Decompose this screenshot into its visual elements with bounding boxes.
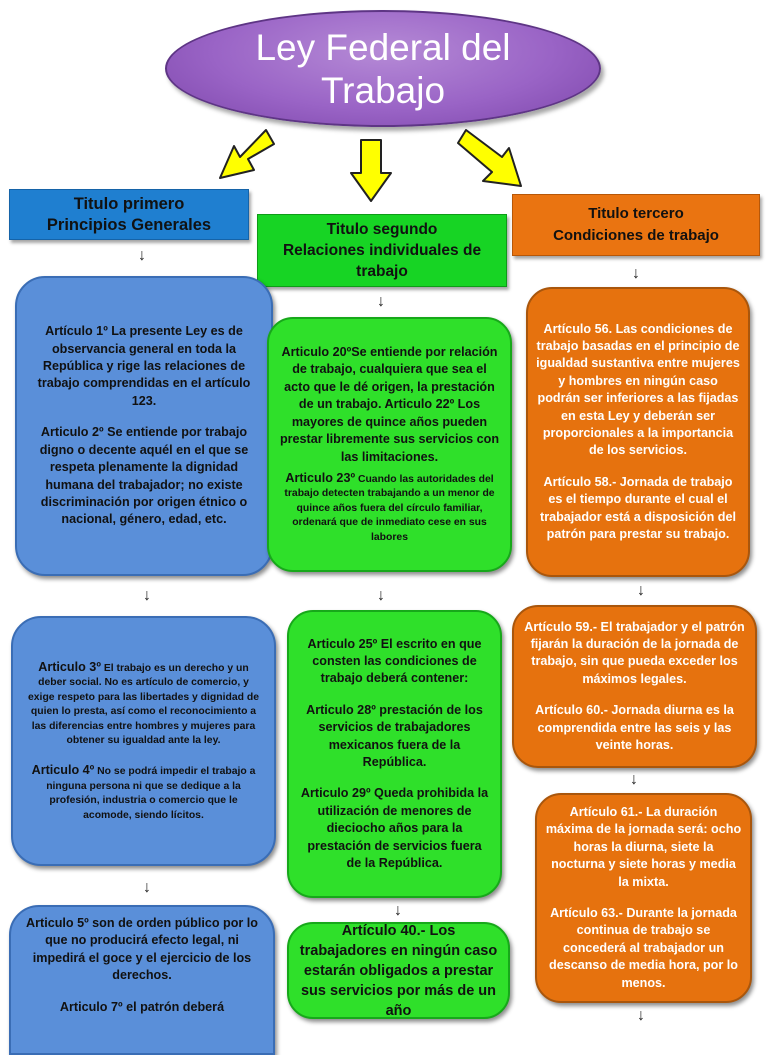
arrow-right-icon bbox=[457, 129, 522, 187]
articulo-3: Articulo 3º El trabajo es un derecho y u… bbox=[28, 659, 259, 746]
card-articulos-5-7: Articulo 5º son de orden público por lo … bbox=[9, 905, 275, 1055]
articulo-56: Artículo 56. Las condiciones de trabajo … bbox=[536, 321, 740, 458]
articulo-28: Articulo 28º prestación de los servicios… bbox=[306, 702, 483, 769]
arrow-left-icon bbox=[219, 129, 275, 179]
card-articulos-1-2: Artículo 1º La presente Ley es de observ… bbox=[15, 276, 273, 576]
connector-arrow-icon: ↓ bbox=[394, 902, 402, 919]
connector-arrow-icon: ↓ bbox=[377, 293, 385, 310]
card-articulos-61-63: Artículo 61.- La duración máxima de la j… bbox=[535, 793, 752, 1003]
articulo-25: Articulo 25º El escrito en que consten l… bbox=[307, 636, 482, 686]
articulo-61: Artículo 61.- La duración máxima de la j… bbox=[545, 804, 742, 889]
header-titulo-primero: Titulo primero Principios Generales bbox=[9, 189, 249, 240]
connector-arrow-icon: ↓ bbox=[632, 265, 640, 282]
articulo-40: Artículo 40.- Los trabajadores en ningún… bbox=[299, 922, 498, 1019]
card-articulos-56-58: Artículo 56. Las condiciones de trabajo … bbox=[526, 287, 750, 577]
connector-arrow-icon: ↓ bbox=[138, 247, 146, 264]
card-articulos-20-22-23: Articulo 20ºSe entiende por relación de … bbox=[267, 317, 512, 572]
articulo-7: Articulo 7º el patrón deberá bbox=[59, 999, 225, 1014]
card-articulos-59-60: Artículo 59.- El trabajador y el patrón … bbox=[512, 605, 757, 768]
card-articulos-25-28-29: Articulo 25º El escrito en que consten l… bbox=[287, 610, 502, 898]
header-titulo-segundo: Titulo segundo Relaciones individuales d… bbox=[257, 214, 507, 287]
connector-arrow-icon: ↓ bbox=[143, 879, 151, 896]
diagram-title: Ley Federal del Trabajo bbox=[255, 26, 511, 111]
articulo-60: Artículo 60.- Jornada diurna es la compr… bbox=[535, 703, 734, 753]
articulo-23: Articulo 23º Cuando las autoridades del … bbox=[284, 470, 495, 543]
articulo-58: Artículo 58.- Jornada de trabajo es el t… bbox=[540, 474, 736, 542]
connector-arrow-icon: ↓ bbox=[630, 771, 638, 788]
title-ellipse: Ley Federal del Trabajo bbox=[165, 10, 601, 127]
header-titulo-tercero: Titulo tercero Condiciones de trabajo bbox=[512, 194, 760, 256]
connector-arrow-icon: ↓ bbox=[143, 587, 151, 604]
articulo-59: Artículo 59.- El trabajador y el patrón … bbox=[524, 619, 745, 686]
articulo-29: Articulo 29º Queda prohibida la utilizac… bbox=[300, 786, 489, 871]
connector-arrow-icon: ↓ bbox=[377, 587, 385, 604]
connector-arrow-icon: ↓ bbox=[637, 1007, 645, 1024]
card-articulos-3-4: Articulo 3º El trabajo es un derecho y u… bbox=[11, 616, 276, 866]
articulo-63: Artículo 63.- Durante la jornada continu… bbox=[549, 906, 738, 990]
articulo-5: Articulo 5º son de orden público por lo … bbox=[26, 916, 258, 983]
connector-arrow-icon: ↓ bbox=[637, 582, 645, 599]
card-articulo-40: Artículo 40.- Los trabajadores en ningún… bbox=[287, 922, 510, 1019]
articulo-1: Artículo 1º La presente Ley es de observ… bbox=[37, 324, 251, 408]
articulo-2: Articulo 2º Se entiende por trabajo dign… bbox=[39, 425, 249, 527]
articulo-4: Articulo 4º No se podrá impedir el traba… bbox=[31, 763, 256, 821]
articulo-20-22: Articulo 20ºSe entiende por relación de … bbox=[279, 345, 500, 464]
arrow-down-icon bbox=[350, 139, 392, 202]
